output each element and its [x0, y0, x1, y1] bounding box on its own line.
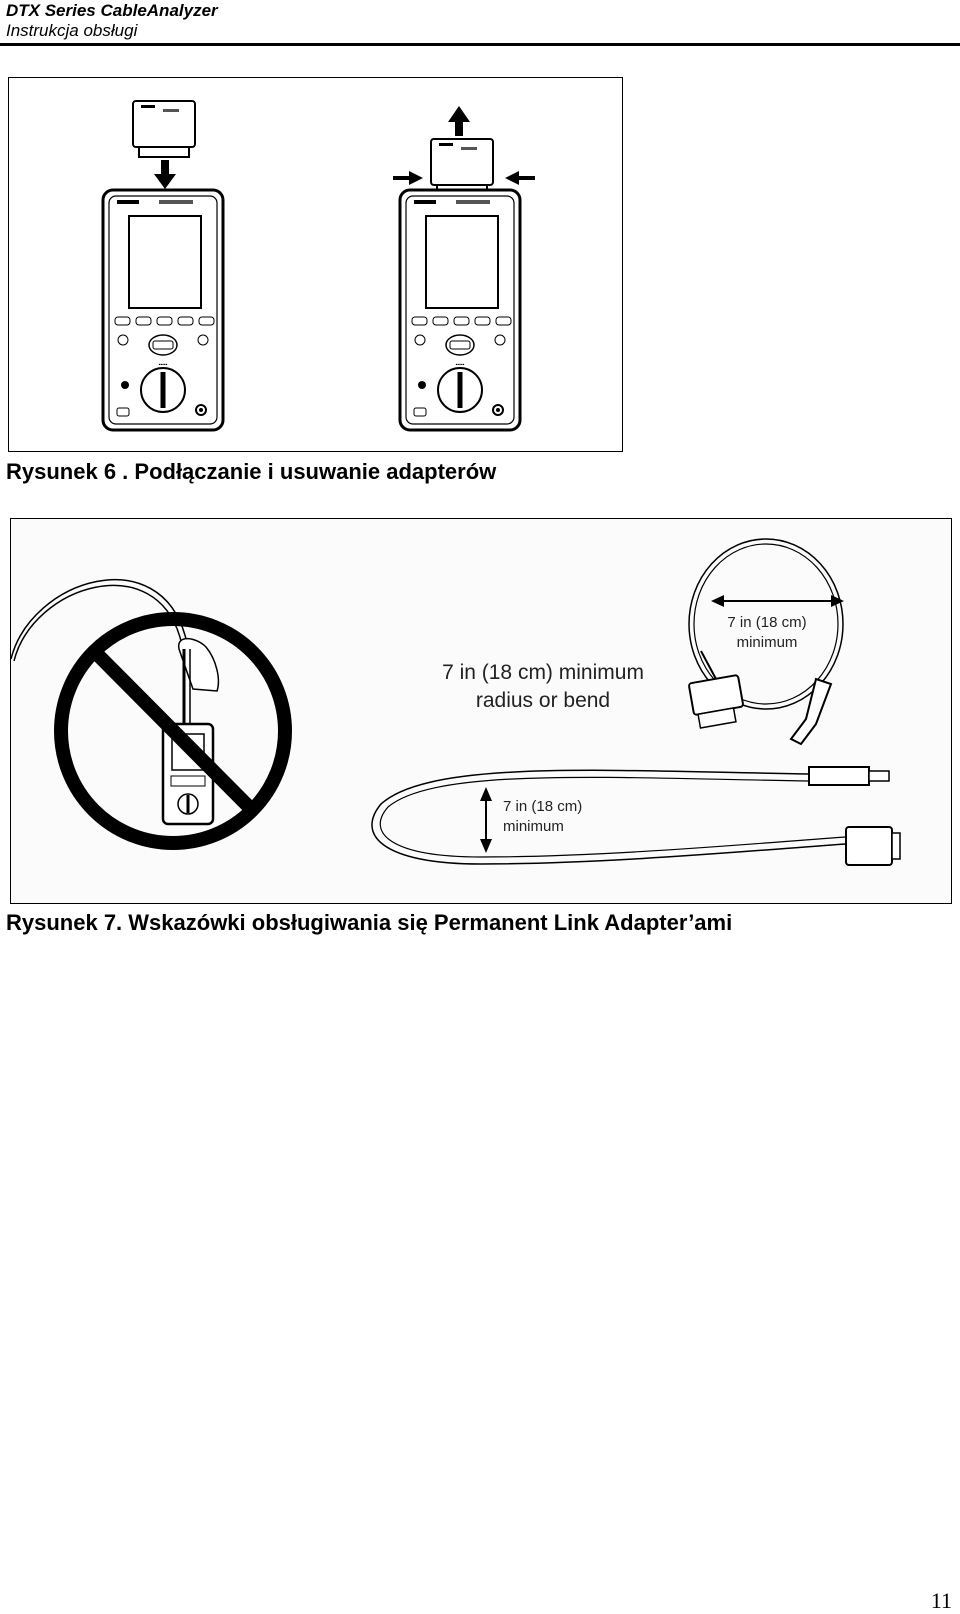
prohibition-icon: [54, 612, 292, 850]
adapter-right: [430, 138, 494, 196]
figure-7-caption: Rysunek 7. Wskazówki obsługiwania się Pe…: [6, 910, 733, 935]
loop-label-line2: minimum: [737, 634, 798, 651]
adapter-connect-remove-drawing: ▪▪▪▪▪: [9, 100, 535, 451]
arrow-up-icon: [448, 106, 470, 136]
page-number: 11: [930, 1588, 952, 1613]
figure-6-illustration: ▪▪▪▪▪: [8, 77, 623, 452]
running-header: DTX Series CableAnalyzer Instrukcja obsł…: [6, 0, 218, 41]
long-cable: [371, 769, 847, 865]
figure-7-illustration: 7 in (18 cm) minimum radius or bend 7 in…: [10, 518, 952, 904]
arrow-down-icon: [480, 839, 492, 853]
arrow-up-icon: [480, 787, 492, 801]
header-product-title: DTX Series CableAnalyzer: [6, 1, 218, 20]
tester-left: [103, 190, 223, 430]
cable-label-line2: minimum: [503, 818, 564, 835]
adapter-left: [132, 100, 196, 158]
hand: [178, 637, 220, 692]
loop-connector-right: [789, 677, 833, 746]
header-subtitle: Instrukcja obsługi: [6, 21, 138, 40]
center-label-line2: radius or bend: [476, 689, 610, 712]
loop-connector-left: [688, 674, 744, 716]
permanent-link-handling-drawing: 7 in (18 cm) minimum radius or bend 7 in…: [10, 538, 901, 866]
cable-plug-connector: [808, 766, 870, 786]
cable-loop: [688, 538, 844, 710]
cable-adapter-connector: [845, 826, 893, 866]
arrow-left-icon: [711, 595, 724, 607]
arrow-right-icon: [831, 595, 844, 607]
cable-label-line1: 7 in (18 cm): [503, 798, 582, 815]
figure-6-caption: Rysunek 6 . Podłączanie i usuwanie adapt…: [6, 459, 497, 484]
arrow-right-icon: [393, 171, 423, 185]
arrow-down-icon: [154, 160, 176, 189]
arrow-left-icon: [505, 171, 535, 185]
tester-right: [400, 190, 520, 430]
center-label-line1: 7 in (18 cm) minimum: [442, 661, 644, 684]
loop-label-line1: 7 in (18 cm): [727, 614, 806, 631]
header-rule: [0, 43, 960, 46]
